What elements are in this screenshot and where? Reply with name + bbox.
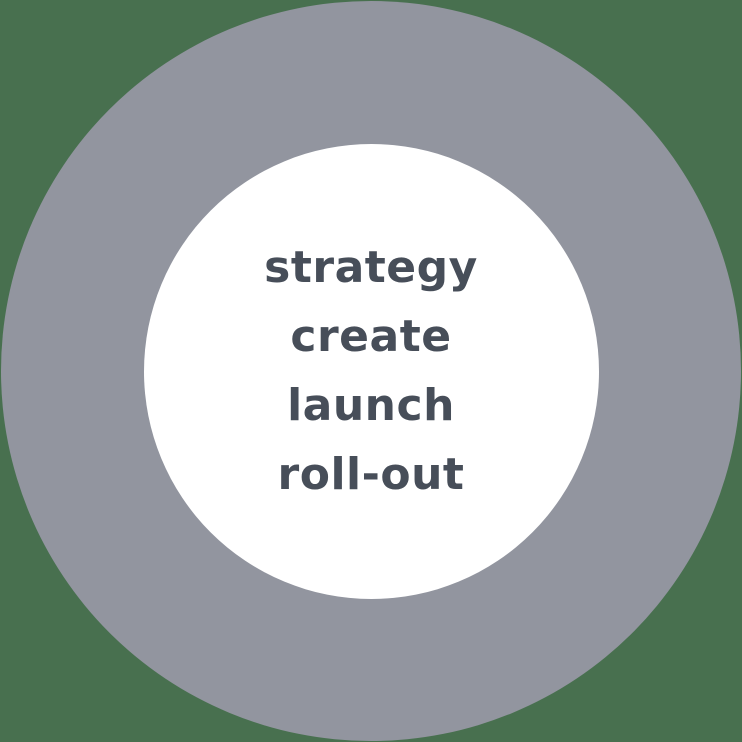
phase-label-create: create	[290, 311, 452, 362]
phase-label-launch: launch	[287, 380, 455, 431]
phase-label-strategy: strategy	[264, 242, 478, 293]
phase-label-roll-out: roll-out	[277, 449, 465, 500]
inner-circle: strategy create launch roll-out	[143, 143, 599, 599]
